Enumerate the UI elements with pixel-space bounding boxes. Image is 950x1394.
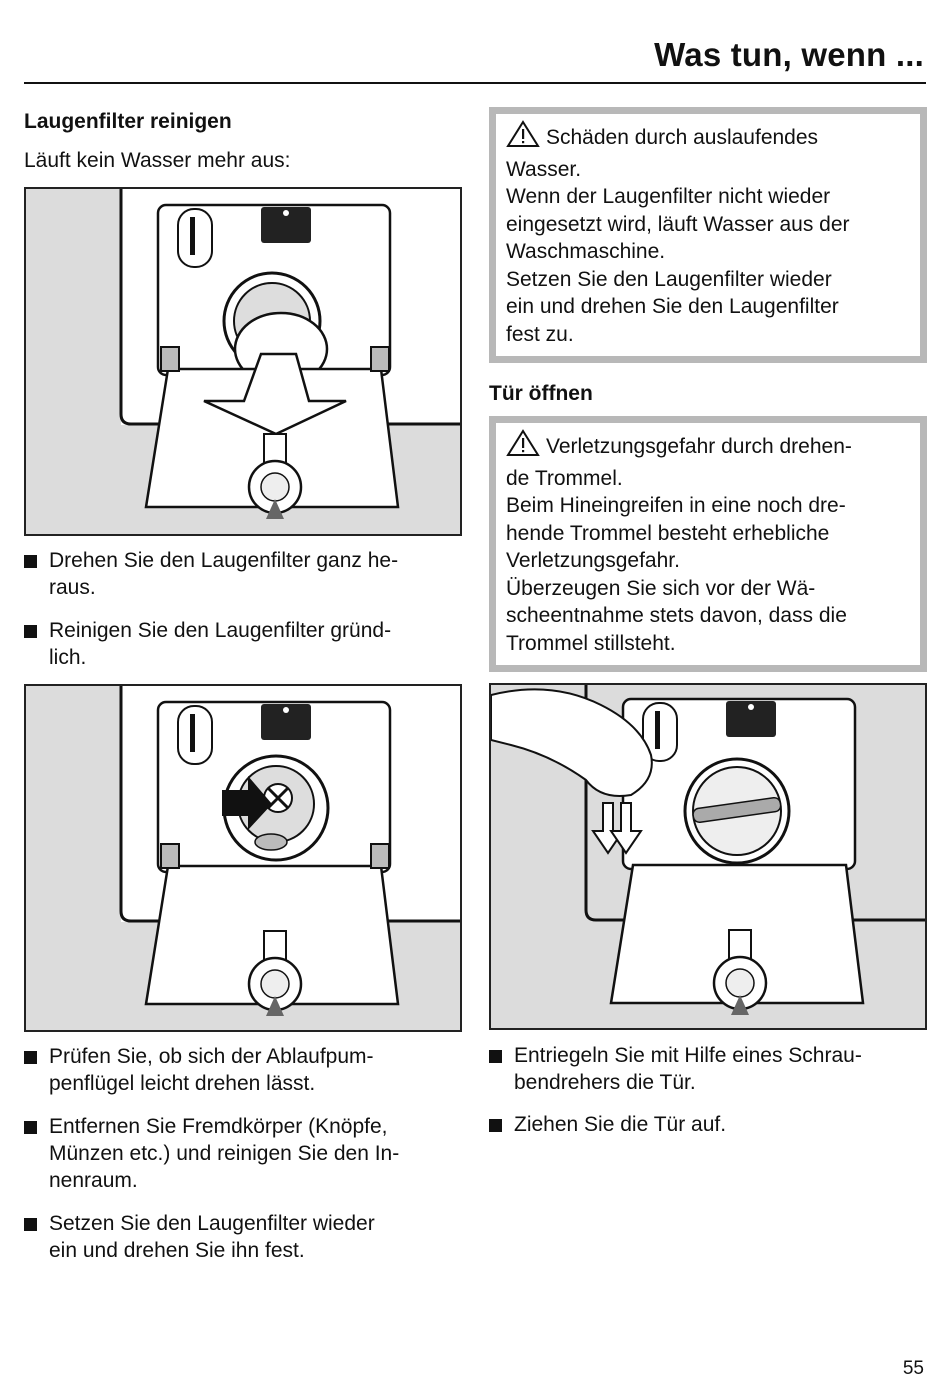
bullet-square-icon (24, 1218, 37, 1231)
bullet-square-icon (24, 1051, 37, 1064)
warning-triangle-icon (506, 120, 540, 156)
list-item: Drehen Sie den Laugenfilter ganz he-raus… (24, 547, 462, 601)
page-title: Was tun, wenn ... (654, 36, 924, 73)
page-number: 55 (902, 1358, 924, 1379)
arrow-down-icon (591, 802, 643, 855)
list-item: Ziehen Sie die Tür auf. (489, 1111, 927, 1138)
bullet-square-icon (24, 1121, 37, 1134)
bullet-square-icon (24, 555, 37, 568)
list-item: Prüfen Sie, ob sich der Ablaufpum-penflü… (24, 1043, 462, 1097)
arrow-down-icon (203, 352, 347, 436)
figure-pump-check (24, 684, 462, 1032)
warning-triangle-icon (506, 429, 540, 465)
warning-box-leak: Schäden durch auslaufendes Wasser. Wenn … (489, 107, 927, 363)
section-heading-laugenfilter: Laugenfilter reinigen (24, 110, 232, 133)
list-item: Entfernen Sie Fremdkörper (Knöpfe,Münzen… (24, 1113, 462, 1194)
list-item: Reinigen Sie den Laugenfilter gründ-lich… (24, 617, 462, 671)
header-divider (24, 82, 926, 84)
figure-filter-removal (24, 187, 462, 536)
bullet-square-icon (489, 1119, 502, 1132)
figure-door-unlock (489, 683, 927, 1030)
list-item: Entriegeln Sie mit Hilfe eines Schrau-be… (489, 1042, 927, 1096)
warning-box-drum: Verletzungsgefahr durch drehen- de Tromm… (489, 416, 927, 672)
arrow-right-icon (222, 776, 272, 830)
bullet-square-icon (24, 625, 37, 638)
section-heading-tuer: Tür öffnen (489, 382, 593, 405)
intro-text: Läuft kein Wasser mehr aus: (24, 149, 291, 172)
bullet-square-icon (489, 1050, 502, 1063)
